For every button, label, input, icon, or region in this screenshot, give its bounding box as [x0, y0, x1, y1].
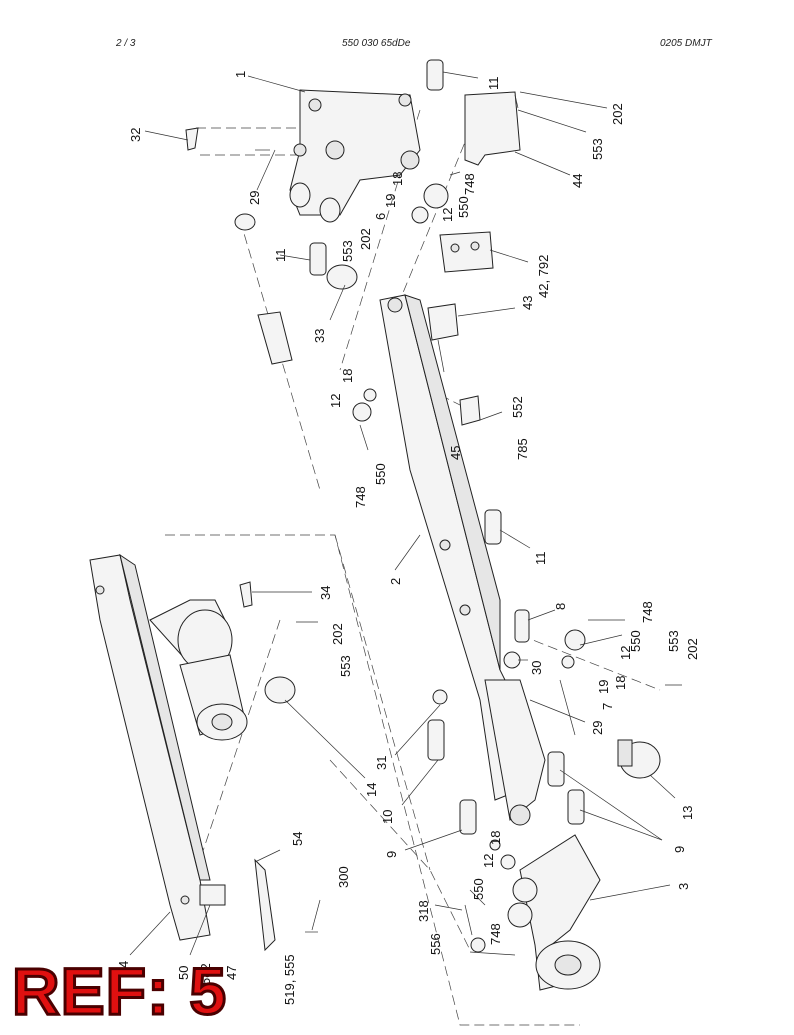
part-support-beam [89, 553, 211, 941]
part-mounting-plate [427, 303, 459, 341]
part-hydraulic-cylinder [234, 213, 293, 365]
callout-10: 10 [380, 810, 395, 824]
part-pins [309, 59, 585, 835]
callout-3: 3 [676, 883, 691, 890]
callout-8: 8 [553, 603, 568, 610]
callout-44: 44 [570, 174, 585, 188]
leader-lines [129, 71, 676, 956]
callout-553: 553 [340, 240, 355, 262]
callout-2: 2 [388, 578, 403, 585]
callout-33: 33 [312, 329, 327, 343]
callout-550: 550 [456, 196, 471, 218]
callout-12: 12 [328, 394, 343, 408]
callout-785: 785 [515, 438, 530, 460]
document-number: 550 030 65dDe [342, 38, 411, 49]
part-cover-plate [464, 91, 521, 166]
part-valve-block [439, 231, 494, 273]
callout-18: 18 [488, 831, 503, 845]
callout-47: 47 [224, 966, 239, 980]
part-pivot-housing [507, 834, 601, 991]
callout-42-792: 42, 792 [536, 255, 551, 298]
callout-18: 18 [340, 369, 355, 383]
callout-318: 318 [416, 900, 431, 922]
callout-9: 9 [384, 851, 399, 858]
callout-31: 31 [374, 756, 389, 770]
callout-748: 748 [353, 486, 368, 508]
callout-43: 43 [520, 296, 535, 310]
callout-12: 12 [618, 646, 633, 660]
callout-54: 54 [290, 832, 305, 846]
callout-9: 9 [672, 846, 687, 853]
assembly-guides [165, 109, 661, 1026]
callout-11: 11 [533, 552, 548, 566]
part-bolts [185, 94, 682, 952]
callout-19: 19 [596, 680, 611, 694]
callout-50: 50 [176, 966, 191, 980]
callout-29: 29 [590, 721, 605, 735]
callout-553: 553 [666, 630, 681, 652]
part-upper-bracket [289, 89, 421, 223]
callout-553: 553 [338, 655, 353, 677]
callout-34: 34 [318, 586, 333, 600]
callout-748: 748 [462, 173, 477, 195]
callout-11: 11 [273, 249, 288, 263]
callout-202: 202 [358, 228, 373, 250]
part-washers [352, 183, 586, 953]
callout-300: 300 [336, 866, 351, 888]
callout-748: 748 [640, 601, 655, 623]
callout-19: 19 [383, 194, 398, 208]
callout-202: 202 [330, 623, 345, 645]
callout-552: 552 [510, 396, 525, 418]
callout-13: 13 [680, 806, 695, 820]
callout-519-555: 519, 555 [282, 954, 297, 1005]
callout-14: 14 [364, 783, 379, 797]
part-upper-clamp [326, 264, 358, 290]
callout-18: 18 [613, 676, 628, 690]
callout-29: 29 [247, 191, 262, 205]
callout-labels: 1 11 202 553 32 29 44 748 550 18 19 12 6… [116, 71, 700, 1005]
callout-45: 45 [448, 446, 463, 460]
page-number: 2 / 3 [116, 38, 136, 49]
part-motor-assembly [149, 599, 296, 741]
callout-4: 4 [116, 961, 131, 968]
callout-553: 553 [590, 138, 605, 160]
ref-badge: REF: 5 [10, 954, 228, 1028]
callout-7: 7 [600, 703, 615, 710]
part-clamp [617, 739, 661, 779]
callout-12: 12 [440, 208, 455, 222]
callout-11: 11 [486, 77, 501, 91]
callout-550: 550 [471, 878, 486, 900]
callout-550: 550 [628, 630, 643, 652]
callout-202: 202 [610, 103, 625, 125]
callout-556: 556 [428, 933, 443, 955]
callout-32: 32 [128, 128, 143, 142]
callout-550: 550 [373, 463, 388, 485]
callout-30: 30 [529, 661, 544, 675]
callout-1: 1 [233, 71, 248, 78]
revision-code: 0205 DMJT [660, 38, 712, 49]
part-main-boom [379, 294, 546, 826]
callout-748: 748 [488, 923, 503, 945]
callout-18: 18 [390, 172, 405, 186]
callout-12: 12 [481, 854, 496, 868]
callout-582: 582 [198, 963, 213, 985]
callout-6: 6 [373, 213, 388, 220]
callout-202: 202 [685, 638, 700, 660]
